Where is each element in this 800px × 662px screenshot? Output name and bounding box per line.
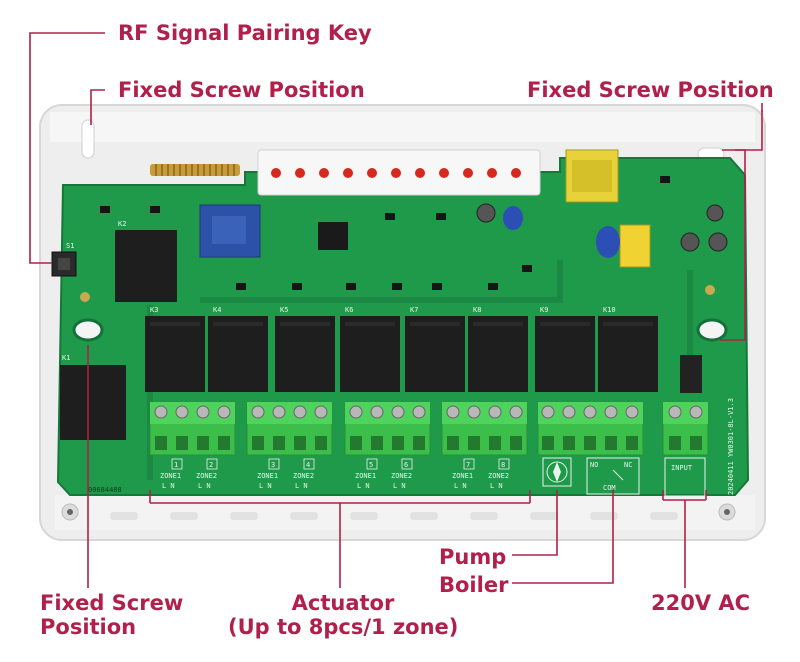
relay-label: K10 xyxy=(603,306,616,314)
pump-icon xyxy=(542,457,572,487)
zone-number: 7 xyxy=(466,461,470,469)
terminal-block-pump-boiler xyxy=(537,401,644,456)
zone-number: 6 xyxy=(404,461,408,469)
zone-label: ZONE2 xyxy=(196,472,217,480)
zone-label: ZONE1 xyxy=(355,472,376,480)
relay-k5 xyxy=(275,316,335,392)
callout-actuator-line1: Actuator xyxy=(291,591,395,615)
screw-slot-top-left xyxy=(81,119,95,159)
zone-number: 4 xyxy=(306,461,310,469)
relay-label: K9 xyxy=(540,306,548,314)
relay-k2-label: K2 xyxy=(118,220,126,228)
relay-label: K5 xyxy=(280,306,288,314)
zone-number: 5 xyxy=(369,461,373,469)
relay-label: K8 xyxy=(473,306,481,314)
com-label: COM xyxy=(603,484,616,492)
relay-label: K6 xyxy=(345,306,353,314)
input-label: INPUT xyxy=(671,464,693,472)
relay-k6 xyxy=(340,316,400,392)
zone-label: ZONE2 xyxy=(391,472,412,480)
callout-fixed-screw-top-left: Fixed Screw Position xyxy=(118,78,365,102)
ln-label: L N xyxy=(295,482,308,490)
relay-bank xyxy=(145,316,658,392)
small-components xyxy=(100,176,670,290)
switch-label: S1 xyxy=(66,242,74,250)
callout-fixed-screw-top-right: Fixed Screw Position xyxy=(527,78,774,102)
callout-actuator-line2: (Up to 8pcs/1 zone) xyxy=(228,615,459,639)
terminal-block-zone-7-8 xyxy=(441,401,528,456)
electrolytic-capacitor xyxy=(476,203,496,223)
antenna-spring xyxy=(150,164,240,176)
enclosure-ribs xyxy=(110,512,678,520)
version-text: 20240411 YW0301-8L-V1.3 xyxy=(727,398,735,495)
ln-label: L N xyxy=(454,482,467,490)
relay-k7 xyxy=(405,316,465,392)
relay-label: K3 xyxy=(150,306,158,314)
callout-boiler: Boiler xyxy=(439,573,509,597)
relay-label: K4 xyxy=(213,306,221,314)
callout-fixed-screw-bottom-left-line2: Position xyxy=(40,615,137,639)
zone-label: ZONE1 xyxy=(257,472,278,480)
zone-label: ZONE1 xyxy=(452,472,473,480)
ln-label: L N xyxy=(198,482,211,490)
zone-silkscreen xyxy=(171,458,510,470)
relay-label: K7 xyxy=(410,306,418,314)
screw-hole-right xyxy=(696,318,728,342)
enclosure-top-rim xyxy=(50,112,755,142)
ln-label: L N xyxy=(357,482,370,490)
relay-k3 xyxy=(145,316,205,392)
zone-number: 2 xyxy=(209,461,213,469)
relay-k10 xyxy=(598,316,658,392)
ic-chip xyxy=(318,222,348,250)
zone-number: 8 xyxy=(501,461,505,469)
terminal-blocks xyxy=(149,401,709,456)
nc-label: NC xyxy=(624,461,632,469)
relay-k1-label: K1 xyxy=(62,354,70,362)
callout-pump: Pump xyxy=(439,545,507,569)
ln-label: L N xyxy=(162,482,175,490)
relay-k8 xyxy=(468,316,528,392)
callout-fixed-screw-bottom-left-line1: Fixed Screw xyxy=(40,591,184,615)
screw-hole-left xyxy=(72,318,104,342)
terminal-block-zone-3-4 xyxy=(246,401,333,456)
zone-label: ZONE1 xyxy=(160,472,181,480)
callout-fixed-screw-bottom-left: Fixed Screw Position xyxy=(40,591,183,639)
relay-k4 xyxy=(208,316,268,392)
relay-k1 xyxy=(60,365,126,440)
varistor xyxy=(596,226,620,258)
capacitor-x2 xyxy=(619,224,651,268)
status-leds xyxy=(271,168,521,178)
terminal-block-input xyxy=(662,401,709,456)
callout-actuator: Actuator (Up to 8pcs/1 zone) xyxy=(228,591,458,639)
zone-number: 3 xyxy=(271,461,275,469)
terminal-block-zone-5-6 xyxy=(344,401,431,456)
callout-leaders xyxy=(29,32,763,588)
no-label: NO xyxy=(590,461,598,469)
zone-number: 1 xyxy=(174,461,178,469)
relay-k2 xyxy=(115,230,177,302)
ln-label: L N xyxy=(490,482,503,490)
zone-label: ZONE2 xyxy=(293,472,314,480)
ln-label: L N xyxy=(393,482,406,490)
enclosure-bottom-rim xyxy=(55,495,755,530)
serial-text: 00684488 xyxy=(88,486,122,494)
callout-220v-ac: 220V AC xyxy=(651,591,751,615)
zone-label: ZONE2 xyxy=(488,472,509,480)
ln-label: L N xyxy=(259,482,272,490)
relay-k9 xyxy=(535,316,595,392)
terminal-block-zone-1-2 xyxy=(149,401,236,456)
callout-rf-pairing-key: RF Signal Pairing Key xyxy=(118,21,372,45)
